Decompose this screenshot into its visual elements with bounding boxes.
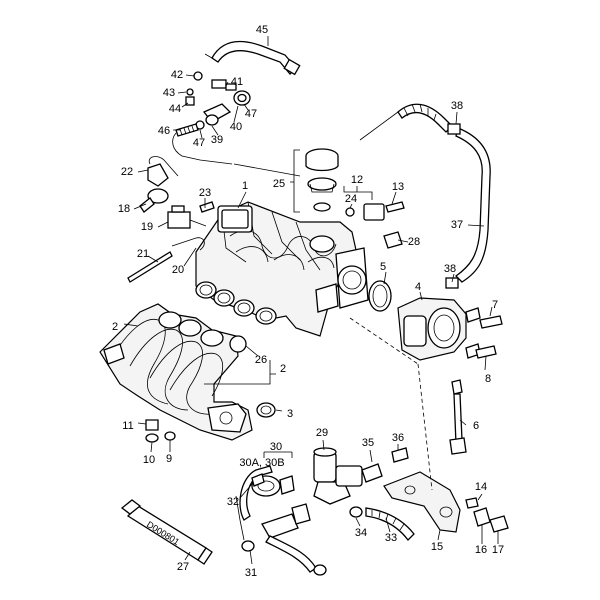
- callout-c4: 4: [415, 281, 421, 293]
- callout-c34: 34: [355, 527, 367, 539]
- callout-c15: 15: [431, 541, 443, 553]
- sensor-group: [139, 156, 215, 229]
- callout-c27: 27: [177, 561, 189, 573]
- hose-45: [204, 40, 301, 76]
- intake-manifold-upper: [195, 201, 369, 337]
- pipe-30: [235, 465, 327, 576]
- callout-c43: 43: [163, 87, 175, 99]
- callout-c10: 10: [143, 454, 155, 466]
- callout-c13: 13: [392, 181, 404, 193]
- callout-c42: 42: [171, 69, 183, 81]
- small-fittings: [172, 71, 251, 165]
- callout-c9: 9: [166, 453, 172, 465]
- seals-and-bolts-left: [145, 402, 276, 443]
- callout-c41: 41: [231, 76, 243, 88]
- callout-c37: 37: [451, 219, 463, 231]
- callout-c16: 16: [475, 544, 487, 556]
- cap-assembly-25: [305, 148, 339, 212]
- callout-c39: 39: [211, 134, 223, 146]
- callout-c38b: 38: [444, 263, 456, 275]
- callout-c44: 44: [169, 103, 181, 115]
- callout-c20: 20: [172, 264, 184, 276]
- callout-c31: 31: [245, 567, 257, 579]
- callout-c18: 18: [118, 203, 130, 215]
- callout-c11: 11: [122, 420, 133, 432]
- callout-c35: 35: [362, 437, 374, 449]
- callout-c47a: 47: [193, 137, 205, 149]
- callout-c30ab: 30A, 30B: [239, 457, 284, 469]
- bracket-15: [383, 471, 509, 533]
- callout-c40: 40: [230, 121, 242, 133]
- callout-c3: 3: [287, 408, 293, 420]
- hose-37: [233, 103, 491, 289]
- callout-c30: 30: [270, 441, 282, 453]
- callout-c21: 21: [137, 248, 149, 260]
- valve-29-assembly: [313, 447, 415, 541]
- callout-c2b: 2: [280, 363, 286, 375]
- intake-manifold-lower: [99, 303, 253, 441]
- callout-c6: 6: [473, 420, 479, 432]
- callout-c23: 23: [199, 187, 211, 199]
- sensor-12: [345, 201, 405, 249]
- throttle-body-4: [368, 280, 503, 361]
- callout-c22: 22: [121, 166, 133, 178]
- callout-c7: 7: [492, 299, 498, 311]
- callout-c32: 32: [227, 496, 239, 508]
- callout-c46: 46: [158, 125, 170, 137]
- callout-c5: 5: [380, 261, 386, 273]
- callout-c33: 33: [385, 532, 397, 544]
- callout-c14: 14: [475, 481, 487, 493]
- callout-c38a: 38: [451, 100, 463, 112]
- callout-c12: 12: [351, 174, 363, 186]
- callout-c25: 25: [273, 178, 285, 190]
- callout-c45: 45: [256, 24, 268, 36]
- callout-c36: 36: [392, 432, 404, 444]
- callout-c1: 1: [242, 180, 248, 192]
- callout-c24: 24: [345, 193, 357, 205]
- callout-c2a: 2: [112, 321, 118, 333]
- callout-c17: 17: [492, 544, 504, 556]
- callout-c26: 26: [255, 354, 267, 366]
- callout-c28: 28: [408, 236, 420, 248]
- callout-c19: 19: [141, 221, 153, 233]
- callout-c8: 8: [485, 373, 491, 385]
- callout-c47b: 47: [245, 108, 257, 120]
- sealant-tube-27: D000801: [120, 499, 213, 565]
- callout-c29: 29: [316, 427, 328, 439]
- bracket-6: [449, 379, 467, 455]
- leader-lines: [123, 36, 499, 565]
